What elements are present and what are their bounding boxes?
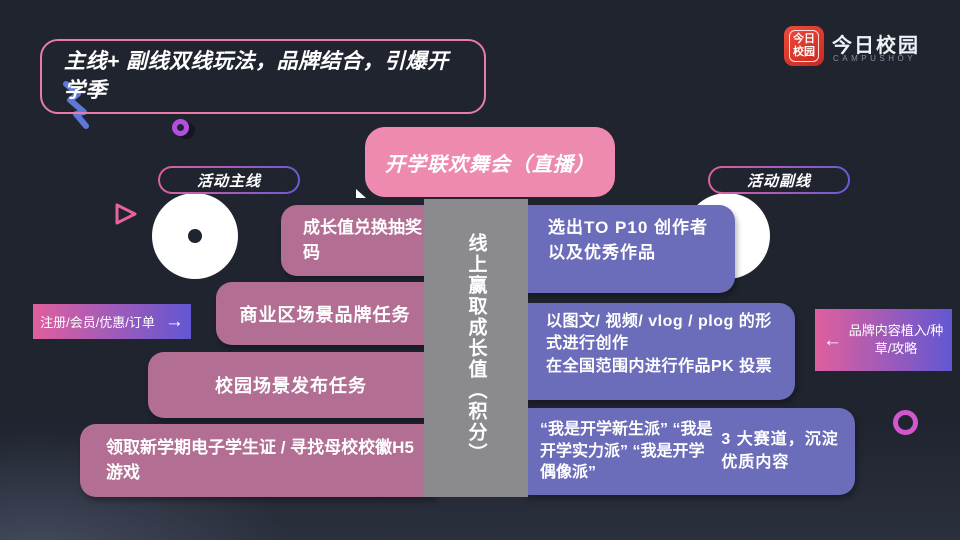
sub-edge-text: 品牌内容植入/种草/攻略 xyxy=(848,323,944,356)
white-triangle-decoration xyxy=(356,189,366,198)
sub-box-top10: 选出TO P10 创作者以及优秀作品 xyxy=(524,205,735,293)
main-box-business-task: 商业区场景品牌任务 xyxy=(216,282,434,345)
logo-icon-text: 今日 校园 xyxy=(789,30,819,62)
live-party-box: 开学联欢舞会（直播） xyxy=(365,127,615,197)
main-box-campus-task-label: 校园场景发布任务 xyxy=(215,376,367,396)
main-box-business-task-label: 商业区场景品牌任务 xyxy=(239,304,411,325)
sub-line-label: 活动副线 xyxy=(708,166,850,194)
pink-circle-decoration xyxy=(893,410,918,435)
logo-tagline: CAMPUSHOY xyxy=(833,54,917,63)
sub-box-tracks-summary: 3 大赛道，沉淀优质内容 xyxy=(721,431,839,471)
main-box-h5-game-label: 领取新学期电子学生证 / 寻找母校校徽H5 游戏 xyxy=(106,437,414,482)
logo-name: 今日校园 xyxy=(832,35,920,57)
main-box-lottery-label: 成长值兑换抽奖码 xyxy=(303,217,422,262)
main-box-lottery: 成长值兑换抽奖码 xyxy=(281,205,434,276)
sub-box-tracks: “我是开学新生派” “我是开学实力派” “我是开学偶像派” 3 大赛道，沉淀优质… xyxy=(524,408,855,495)
lightning-decoration-icon xyxy=(63,81,89,129)
main-box-campus-task: 校园场景发布任务 xyxy=(148,352,434,418)
sub-box-tracks-quotes: “我是开学新生派” “我是开学实力派” “我是开学偶像派” xyxy=(540,421,713,482)
main-box-h5-game: 领取新学期电子学生证 / 寻找母校校徽H5 游戏 xyxy=(80,424,434,497)
right-arrow-icon: → xyxy=(164,311,184,332)
campushoy-logo-icon: 今日 校园 xyxy=(784,26,824,66)
main-line-ring xyxy=(152,193,238,279)
main-line-edge-label: 注册/会员/优惠/订单 → xyxy=(33,304,191,339)
main-edge-text: 注册/会员/优惠/订单 xyxy=(40,315,155,330)
main-line-label: 活动主线 xyxy=(158,166,300,194)
triangle-decoration-icon xyxy=(115,203,137,225)
purple-dot-decoration xyxy=(172,119,189,136)
growth-value-bar: 线上赢取成长值（积分） xyxy=(424,199,528,497)
slide-title: 主线+ 副线双线玩法，品牌结合，引爆开学季 xyxy=(40,39,486,114)
sub-line-edge-label: ← 品牌内容植入/种草/攻略 xyxy=(815,309,952,371)
sub-box-creation-pk: 以图文/ 视频/ vlog / plog 的形式进行创作 在全国范围内进行作品P… xyxy=(524,303,795,400)
left-arrow-icon: ← xyxy=(823,329,842,351)
